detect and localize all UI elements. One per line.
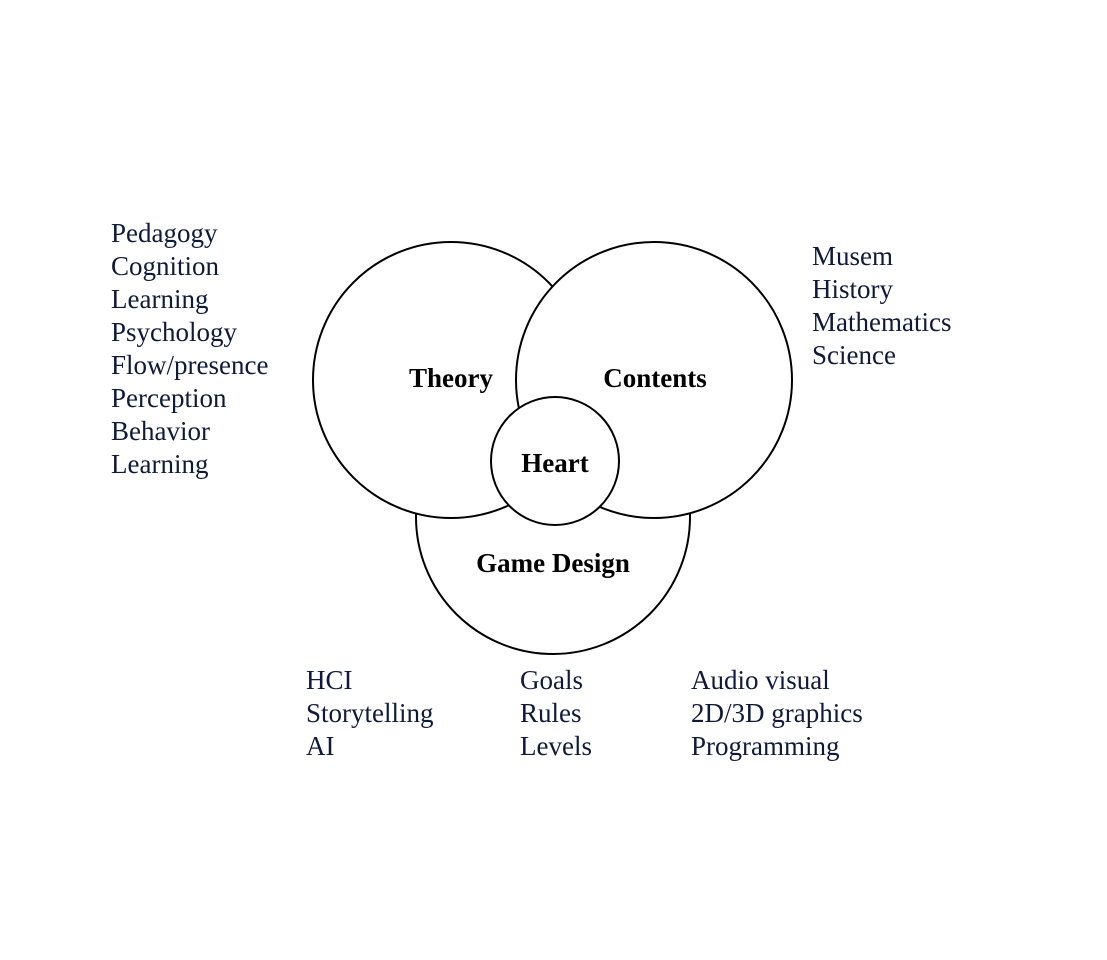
theory-list-item: Cognition	[111, 251, 220, 281]
game-center-list-item: Rules	[520, 698, 582, 728]
game-left-list-item: Storytelling	[306, 698, 434, 728]
contents-list-item: Musem	[812, 241, 893, 271]
theory-list-item: Flow/presence	[111, 350, 268, 380]
theory-label: Theory	[409, 363, 493, 393]
heart-label: Heart	[521, 448, 588, 478]
game-design-label: Game Design	[476, 548, 630, 578]
theory-list-item: Learning	[111, 284, 208, 314]
game-left-list-item: HCI	[306, 665, 353, 695]
game-center-list-item: Goals	[520, 665, 583, 695]
contents-list-item: Science	[812, 340, 896, 370]
game-right-list-item: 2D/3D graphics	[691, 698, 863, 728]
theory-list: Pedagogy Cognition Learning Psychology F…	[111, 218, 268, 479]
heart-circle	[490, 396, 620, 526]
contents-list-item: History	[812, 274, 894, 304]
game-right-list: Audio visual 2D/3D graphics Programming	[691, 665, 863, 761]
theory-list-item: Psychology	[111, 317, 238, 347]
contents-label: Contents	[603, 363, 707, 393]
game-center-list-item: Levels	[520, 731, 592, 761]
game-right-list-item: Audio visual	[691, 665, 830, 695]
game-right-list-item: Programming	[691, 731, 840, 761]
theory-list-item: Learning	[111, 449, 208, 479]
theory-list-item: Behavior	[111, 416, 210, 446]
theory-list-item: Perception	[111, 383, 227, 413]
contents-list-item: Mathematics	[812, 307, 951, 337]
game-left-list: HCI Storytelling AI	[306, 665, 434, 761]
game-center-list: Goals Rules Levels	[520, 665, 592, 761]
contents-list: Musem History Mathematics Science	[812, 241, 951, 370]
game-left-list-item: AI	[306, 731, 335, 761]
theory-list-item: Pedagogy	[111, 218, 218, 248]
